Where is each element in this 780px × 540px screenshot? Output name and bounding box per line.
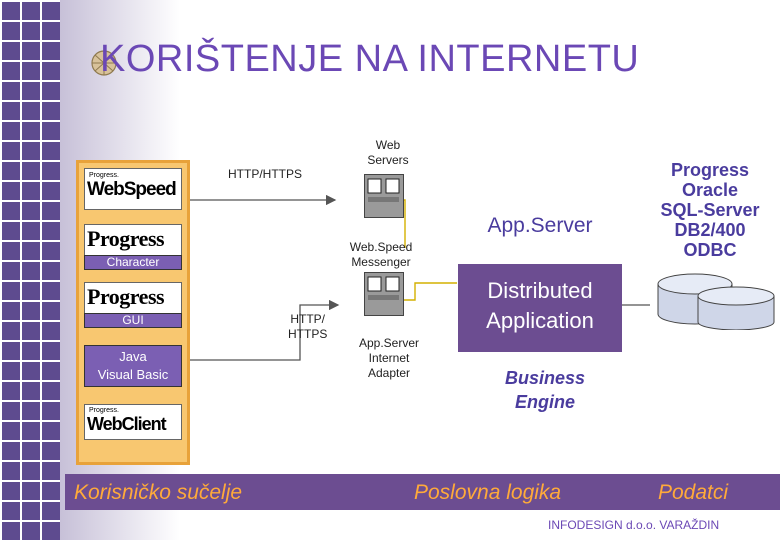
character-label: Character: [84, 255, 182, 270]
footer-text: INFODESIGN d.o.o. VARAŽDIN: [548, 518, 720, 532]
progress-logo-text: Progress: [87, 284, 165, 309]
bottom-bar: [65, 474, 780, 510]
distributed-application-box: Distributed Application: [458, 264, 622, 352]
http-arrow-mid: [190, 299, 340, 361]
web-servers-label: Web Servers: [367, 138, 409, 167]
user-interface-label: Korisničko sučelje: [74, 481, 243, 504]
webclient-logo-text: WebClient: [87, 414, 167, 434]
http-https-mid-label: HTTP/ HTTPS: [288, 312, 328, 341]
webspeed-messenger-label: Web.Speed Messenger: [349, 240, 413, 269]
web-server-icon: [364, 174, 404, 218]
webspeed-logo-text: WebSpeed: [87, 179, 177, 200]
progress-logo-text: Progress: [87, 226, 165, 251]
webclient-brand: Progress.: [89, 407, 119, 414]
appserver-adapter-label: App.Server Internet Adapter: [358, 336, 420, 380]
data-label: Podatci: [658, 481, 729, 504]
progress-logo-gui: Progress: [84, 282, 182, 314]
gui-label: GUI: [84, 313, 182, 328]
distributed-application-label: Distributed Application: [486, 278, 594, 333]
adapter-server-icon: [364, 272, 404, 316]
http-https-top-label: HTTP/HTTPS: [228, 167, 302, 181]
business-engine-label: Business Engine: [504, 368, 586, 412]
webclient-logo: Progress. WebClient: [84, 404, 182, 440]
business-logic-label: Poslovna logika: [414, 481, 562, 504]
decorative-grid: [0, 0, 60, 540]
globe-icon: [91, 50, 117, 76]
data-sources-label: Progress Oracle SQL-Server DB2/400 ODBC: [660, 160, 760, 260]
page-title: KORIŠTENJE NA INTERNETU: [100, 38, 640, 80]
appserver-label: App.Server: [487, 214, 593, 237]
webspeed-logo: Progress. WebSpeed: [84, 168, 182, 210]
database-icon: [697, 286, 775, 330]
java-vb-label: Java Visual Basic: [84, 345, 182, 387]
webspeed-brand: Progress.: [89, 172, 119, 179]
database-icons: [657, 273, 775, 330]
